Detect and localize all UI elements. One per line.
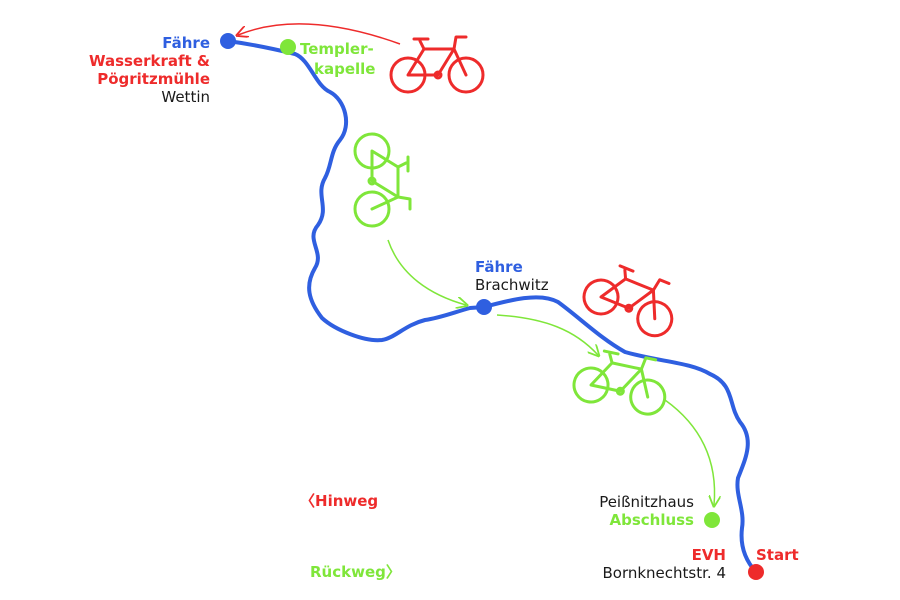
- bicycle-icon-red: [577, 253, 687, 343]
- wasserkraft-label: Wasserkraft &: [88, 52, 210, 70]
- ferry-wettin-dot: [220, 33, 236, 49]
- start-label: Start: [756, 546, 799, 564]
- templerkapelle-label-line2: kapelle: [314, 60, 376, 78]
- peissnitzhaus-dot: [704, 512, 720, 528]
- peissnitzhaus-label: Peißnitzhaus: [599, 493, 694, 511]
- evh-label: EVH: [691, 546, 726, 564]
- outbound-arrow-icon: [238, 23, 401, 45]
- river-route: [226, 39, 758, 574]
- legend-outbound-label: Hinweg: [315, 492, 379, 510]
- return-arrow-icon: [387, 239, 466, 305]
- chevron-right-icon: 〉: [385, 563, 401, 581]
- chevron-left-icon: 〈: [300, 492, 316, 510]
- bicycle-icon-green: [353, 132, 412, 228]
- legend-return: Rückweg〉: [310, 563, 401, 581]
- return-arrow-icon: [664, 399, 715, 505]
- brachwitz-town-label: Brachwitz: [475, 276, 549, 294]
- poegritzmuehle-label: Pögritzmühle: [97, 70, 210, 88]
- bicycle-icon-red: [389, 35, 485, 94]
- ferry-brachwitz-label: Fähre: [475, 258, 523, 276]
- bicycle-icon-green: [569, 342, 674, 419]
- legend-outbound: 〈Hinweg: [300, 492, 378, 510]
- return-arrow-icon: [496, 314, 598, 355]
- start-dot: [748, 564, 764, 580]
- abschluss-label: Abschluss: [609, 511, 694, 529]
- legend-return-label: Rückweg: [310, 563, 386, 581]
- ferry-brachwitz-dot: [476, 299, 492, 315]
- ferry-wettin-label: Fähre: [162, 34, 210, 52]
- start-address-label: Bornknechtstr. 4: [602, 564, 726, 582]
- templerkapelle-label-line1: Templer-: [300, 40, 374, 58]
- templerkapelle-dot: [280, 39, 296, 55]
- wettin-town-label: Wettin: [161, 88, 210, 106]
